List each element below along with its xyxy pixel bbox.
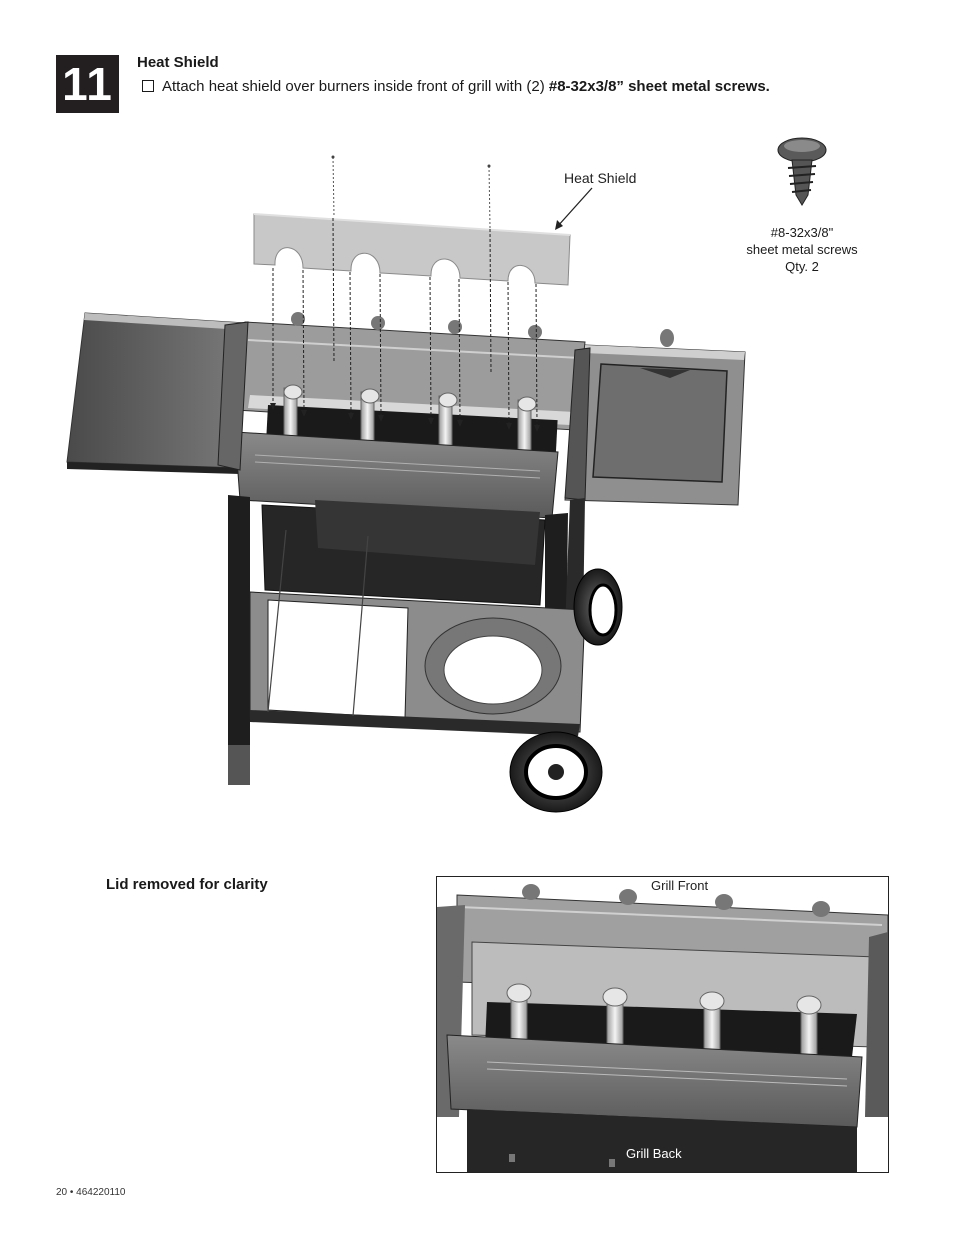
hardware-quantity: Qty. 2 [785,259,819,274]
step-number-badge: 11 [56,55,119,113]
heat-shield [253,213,571,286]
heat-shield-pointer [556,187,593,228]
figure-caption: Lid removed for clarity [106,876,268,893]
step-instruction: Attach heat shield over burners inside f… [142,78,770,95]
screw-icon [777,137,827,206]
screw-guides [331,155,491,229]
checkbox-icon[interactable] [142,80,154,92]
hardware-type: sheet metal screws [746,242,858,257]
alignment-arrows [272,217,538,426]
cart-frame [228,495,585,785]
burner-tubes [283,384,537,453]
grill-front-label: Grill Front [651,878,709,893]
instruction-hardware: #8-32x3/8” sheet metal screws. [548,78,770,95]
heat-shield-label: Heat Shield [564,170,637,186]
left-side-shelf [66,312,246,469]
hardware-label: #8-32x3/8" sheet metal screws Qty. 2 [742,224,862,275]
step-title: Heat Shield [137,54,219,71]
control-knobs [291,312,542,339]
wheels [509,568,623,813]
inset-burner-tubes [506,983,822,1060]
side-burner-knob [660,329,674,347]
side-burner-lid [592,363,728,483]
page-footer: 20 • 464220110 [56,1187,126,1198]
inset-diagram [437,884,888,1172]
hardware-size: #8-32x3/8" [770,225,834,240]
inset-detail-view: Grill Front Grill Back [436,876,889,1173]
inset-control-knobs [522,884,830,917]
grill-back-label: Grill Back [626,1146,682,1161]
instruction-text: Attach heat shield over burners inside f… [162,78,549,95]
